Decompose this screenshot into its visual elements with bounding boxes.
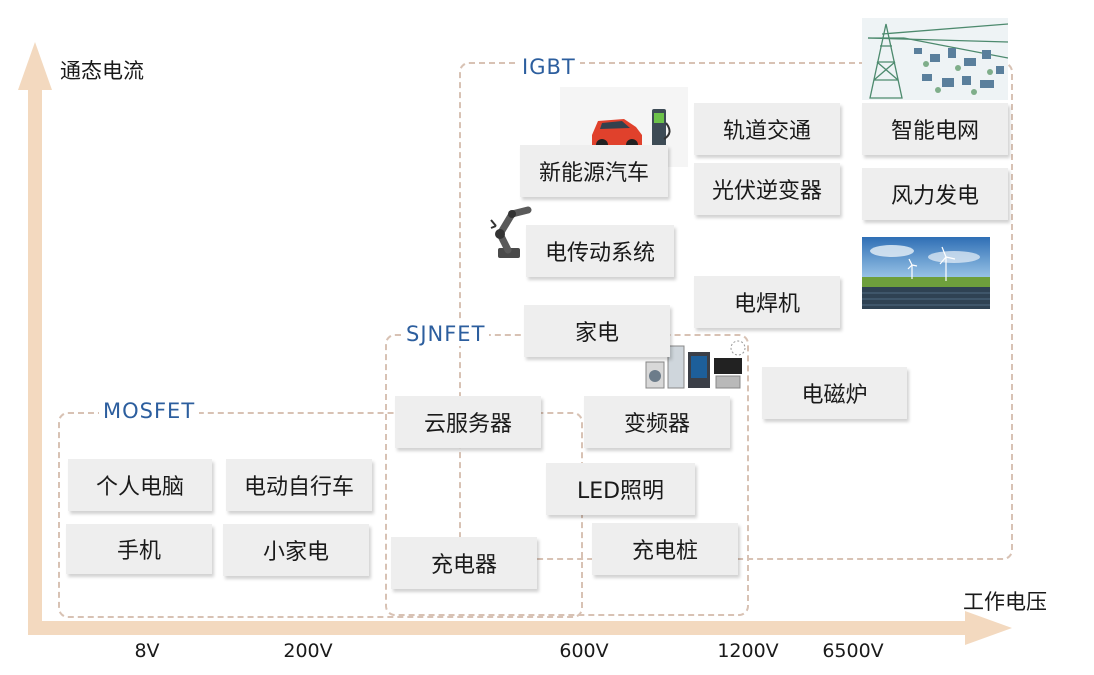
app-charger: 充电器: [391, 537, 537, 589]
mosfet-title: MOSFET: [99, 399, 200, 423]
igbt-title: IGBT: [518, 55, 580, 79]
y-axis-arrow: [18, 42, 52, 633]
app-wind-power: 风力发电: [862, 168, 1008, 220]
x-tick-8v: 8V: [134, 640, 160, 662]
x-tick-600v: 600V: [559, 640, 609, 662]
app-e-bike: 电动自行车: [226, 459, 372, 511]
y-axis-label: 通态电流: [60, 59, 144, 83]
wind-solar-image: [862, 237, 990, 309]
x-axis-arrow: [28, 611, 1012, 645]
app-home-appliance: 家电: [524, 305, 670, 357]
app-small-appliance: 小家电: [223, 524, 369, 576]
x-axis-label: 工作电压: [963, 590, 1047, 614]
sjnfet-title: SJNFET: [402, 322, 490, 346]
app-personal-computer: 个人电脑: [68, 459, 212, 511]
app-pv-inverter: 光伏逆变器: [694, 163, 840, 215]
power-grid-image: [862, 18, 1008, 100]
x-tick-1200v: 1200V: [717, 640, 779, 662]
mosfet-region: [58, 412, 583, 618]
app-new-energy-vehicle: 新能源汽车: [520, 145, 668, 197]
x-tick-6500v: 6500V: [822, 640, 884, 662]
app-cloud-server: 云服务器: [395, 396, 541, 448]
home-appliance-image: [640, 338, 748, 392]
app-welder: 电焊机: [694, 276, 840, 328]
app-induction-cooker: 电磁炉: [762, 367, 907, 419]
app-rail-transit: 轨道交通: [694, 103, 840, 155]
robot-arm-image: [488, 204, 532, 262]
app-electric-drive: 电传动系统: [526, 225, 674, 277]
x-tick-200v: 200V: [283, 640, 333, 662]
app-smart-grid: 智能电网: [862, 103, 1008, 155]
app-led-lighting: LED照明: [546, 463, 695, 515]
app-charging-pile: 充电桩: [592, 523, 738, 575]
app-inverter: 变频器: [584, 396, 730, 448]
app-mobile-phone: 手机: [66, 524, 212, 574]
